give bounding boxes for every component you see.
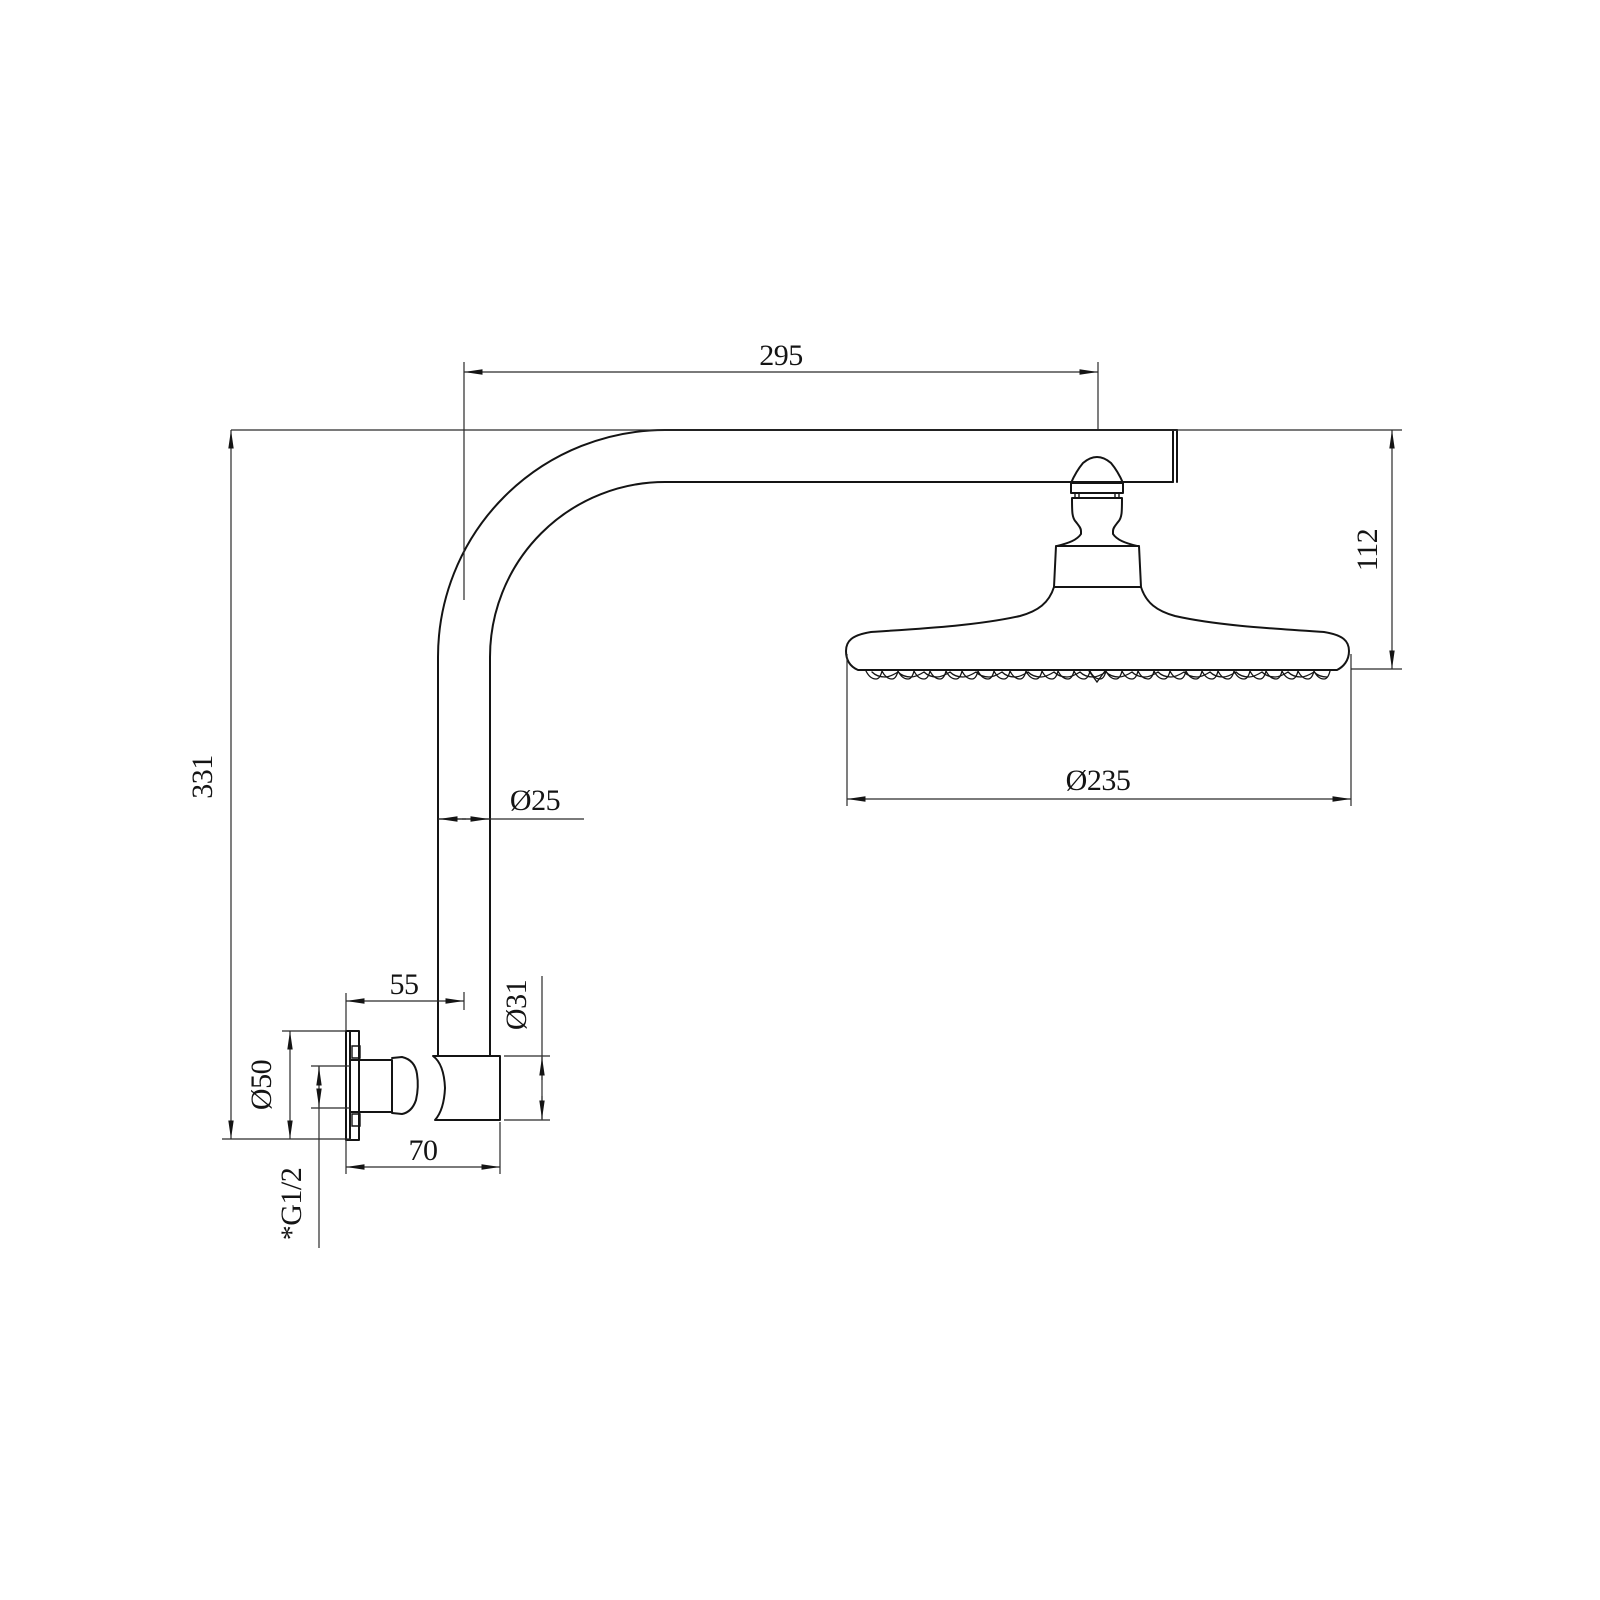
dim-overall-height-331: 331 <box>186 430 351 1140</box>
dim-label: Ø50 <box>245 1060 278 1110</box>
dim-flange-diameter-50: Ø50 <box>245 1030 346 1139</box>
dim-pipe-diameter-25: Ø25 <box>438 784 584 822</box>
dim-label: 295 <box>759 339 803 372</box>
ext-lines <box>463 362 1099 600</box>
flange-notch-top <box>351 1045 361 1059</box>
dim-label: 70 <box>409 1134 438 1167</box>
ball-joint-nut <box>1056 497 1138 547</box>
ball-joint-flange <box>1070 482 1124 494</box>
dim-label: 55 <box>390 968 419 1001</box>
head-collar <box>1053 545 1142 588</box>
ext-lines <box>846 654 1352 806</box>
spray-nozzle-texture-row2 <box>871 671 1328 678</box>
dim-label: *G1/2 <box>275 1168 308 1241</box>
dim-label: 331 <box>186 755 219 799</box>
dim-arm-reach-295: 295 <box>463 339 1099 600</box>
dim-label: Ø25 <box>510 784 560 817</box>
dim-base-length-70: 70 <box>345 1122 501 1174</box>
ball-joint-acorn <box>1070 456 1124 484</box>
threaded-nipple <box>349 1059 393 1113</box>
dim-elbow-diameter-31: Ø31 <box>500 976 550 1121</box>
center-nozzle-mark <box>1088 670 1106 684</box>
shower-assembly <box>345 429 1350 1141</box>
dim-wall-offset-55: 55 <box>345 968 465 1031</box>
shower-arm-inner-profile <box>489 481 1174 1057</box>
spray-nozzle-texture-row1 <box>865 669 1331 680</box>
shower-head-outline <box>845 586 1350 671</box>
dim-thread-g12: *G1/2 <box>275 1065 350 1248</box>
dim-head-drop-112: 112 <box>231 429 1402 670</box>
ext-lines <box>504 1055 550 1121</box>
ext-lines <box>311 1065 350 1109</box>
shower-arm-outer-profile <box>437 429 1178 1057</box>
elbow-housing <box>432 1055 501 1121</box>
arm-end-cap <box>1172 429 1178 483</box>
dim-label: 112 <box>1351 529 1384 571</box>
ext-lines <box>231 429 1402 670</box>
flange-notch-bottom <box>351 1113 361 1127</box>
dim-label: Ø235 <box>1066 764 1131 797</box>
connector-cone <box>391 1056 419 1115</box>
dim-label: Ø31 <box>500 980 533 1030</box>
dim-head-diameter-235: Ø235 <box>846 654 1352 806</box>
